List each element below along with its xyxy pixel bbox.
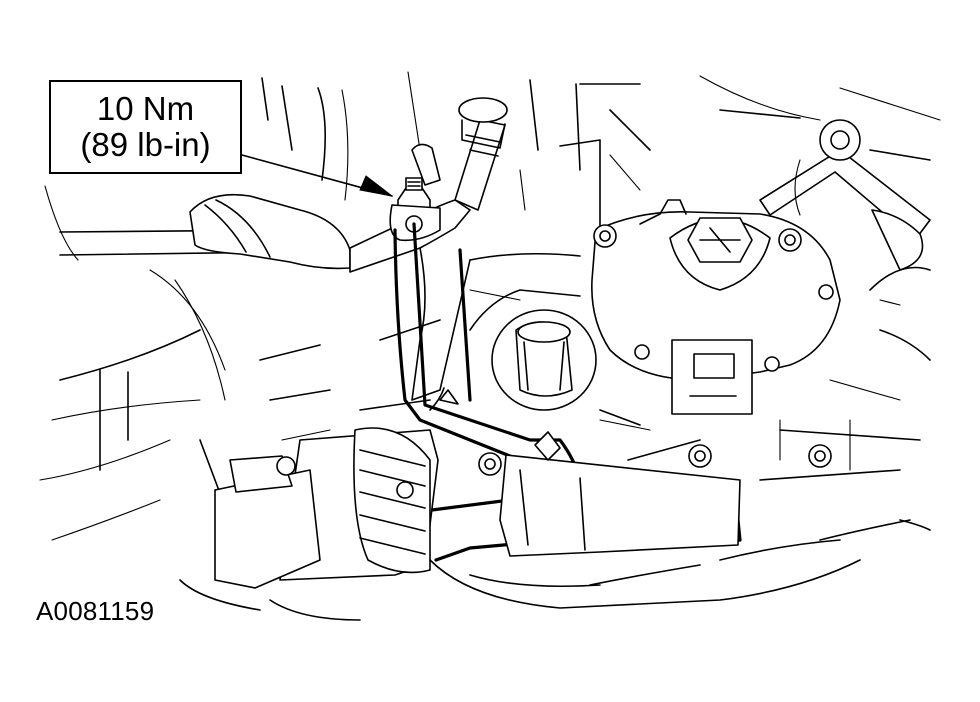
torque-metric: 10 Nm xyxy=(96,90,195,127)
coolant-hose xyxy=(189,193,351,270)
figure-number: A0081159 xyxy=(36,596,155,626)
torque-callout: 10 Nm (89 lb-in) xyxy=(49,80,242,174)
callout-leader xyxy=(241,154,393,197)
ground-stud xyxy=(389,177,441,242)
transmission-housing xyxy=(269,444,861,621)
housing-ribs xyxy=(519,154,901,471)
range-sensor xyxy=(591,199,841,415)
torque-imperial: (89 lb-in) xyxy=(80,126,211,163)
harness-connector xyxy=(214,389,741,589)
sensor-boss xyxy=(491,309,597,411)
background-structure xyxy=(39,71,941,611)
shift-linkage xyxy=(759,119,931,271)
